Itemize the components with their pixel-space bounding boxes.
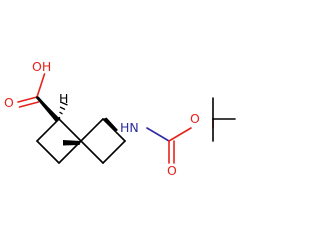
wedge-bond-carboxyl: [35, 96, 59, 122]
bond-c-o-double-outer: [17, 96, 38, 103]
bond-c-oh: [36, 73, 46, 98]
amine-nh-label: HN: [120, 120, 139, 135]
ring2-bond-top-right: [102, 140, 126, 164]
boc-carbamate-group: [146, 97, 236, 164]
wedge-bond-amine: [103, 117, 118, 132]
ring2-bond-bottom-spiro: [80, 118, 104, 142]
bond-carbonyl-c-ester-o: [168, 127, 192, 142]
carbamate-carbonyl-o-label: O: [167, 163, 177, 178]
stereo-h-label: H: [59, 91, 68, 106]
bond-c-o-double-inner: [18, 101, 40, 108]
ring1-bond-bottom-left: [36, 140, 60, 164]
carbonyl-o-label: O: [4, 95, 14, 110]
wedge-bond-spiro: [63, 140, 81, 146]
lower-cyclobutane-ring: [80, 118, 126, 164]
ring1-bond-top-right: [58, 118, 82, 142]
hashed-bond-stereo-h: [58, 101, 68, 119]
ring2-bond-spiro-top: [80, 140, 104, 164]
carboxylic-oh-label: OH: [32, 59, 51, 74]
ring1-bond-left-top: [36, 118, 60, 142]
molecule-structure: OH O H HN O O: [4, 59, 236, 178]
carbamate-ester-o-label: O: [190, 111, 200, 126]
bond-nh-carbonyl-c: [146, 127, 170, 142]
